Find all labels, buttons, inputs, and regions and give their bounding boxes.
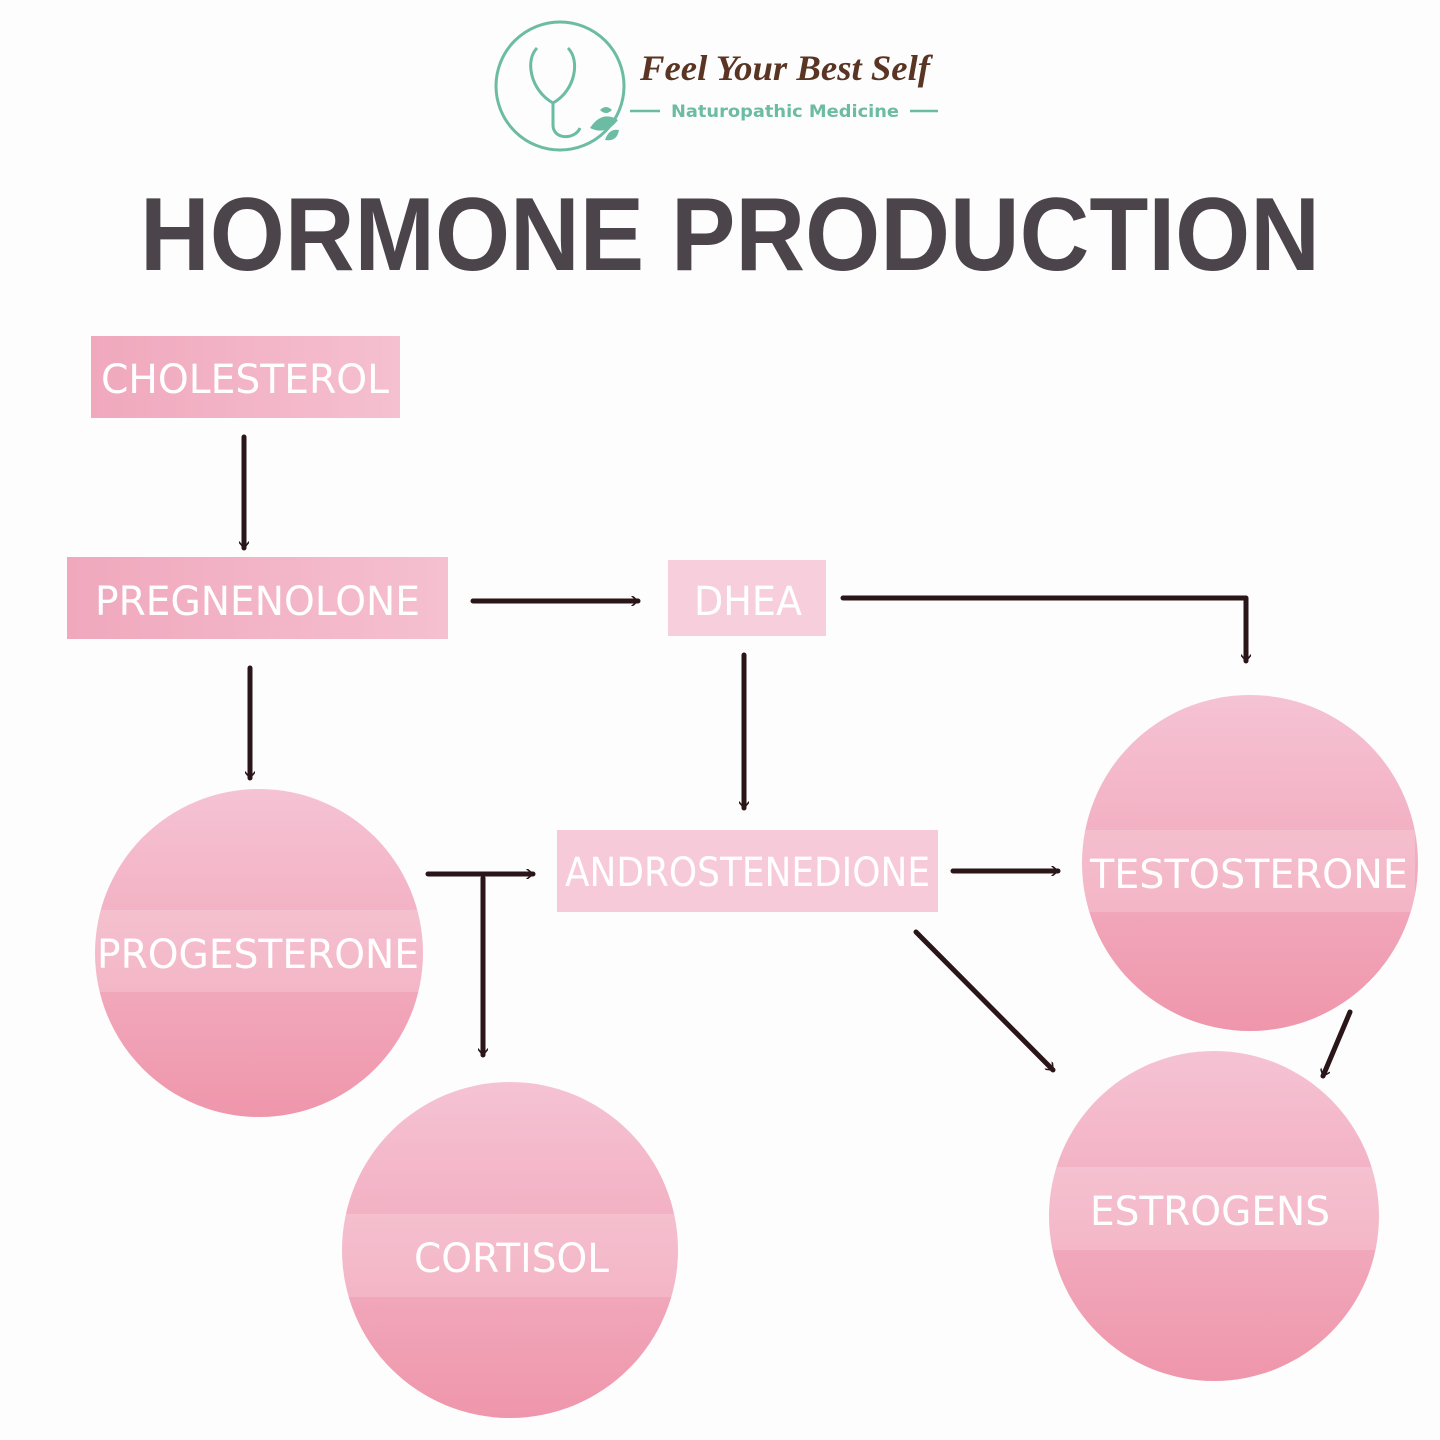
node-label: PREGNENOLONE — [95, 579, 420, 625]
node-label: PROGESTERONE — [97, 932, 419, 978]
node-dhea: DHEA — [668, 560, 826, 636]
node-progesterone: PROGESTERONE — [95, 789, 423, 1117]
node-pregnenolone: PREGNENOLONE — [67, 557, 448, 639]
node-cortisol: CORTISOL — [342, 1082, 678, 1418]
logo-ring-icon — [494, 20, 626, 152]
logo-tagline: Naturopathic Medicine — [671, 102, 899, 122]
node-label: CHOLESTEROL — [101, 357, 390, 403]
node-label: ANDROSTENEDIONE — [565, 850, 930, 896]
node-label: CORTISOL — [414, 1236, 610, 1282]
node-label: TESTOSTERONE — [1089, 852, 1408, 898]
arrow-dhea-to-testosterone — [840, 595, 1246, 664]
logo: Feel Your Best Self Naturopathic Medicin… — [494, 20, 938, 152]
leaves-icon — [590, 107, 619, 141]
arrow-testosterone-to-estrogens — [1323, 1009, 1353, 1079]
page-title: HORMONE PRODUCTION — [140, 177, 1320, 293]
node-androstenedione: ANDROSTENEDIONE — [557, 830, 938, 912]
node-label: DHEA — [694, 579, 803, 625]
node-label: ESTROGENS — [1090, 1189, 1330, 1235]
arrow-androstenedione-to-estrogens — [913, 929, 1056, 1073]
node-testosterone: TESTOSTERONE — [1082, 695, 1418, 1031]
node-cholesterol: CHOLESTEROL — [91, 336, 400, 418]
node-estrogens: ESTROGENS — [1049, 1051, 1379, 1381]
stethoscope-icon — [529, 46, 582, 139]
logo-brand: Feel Your Best Self — [639, 48, 933, 88]
